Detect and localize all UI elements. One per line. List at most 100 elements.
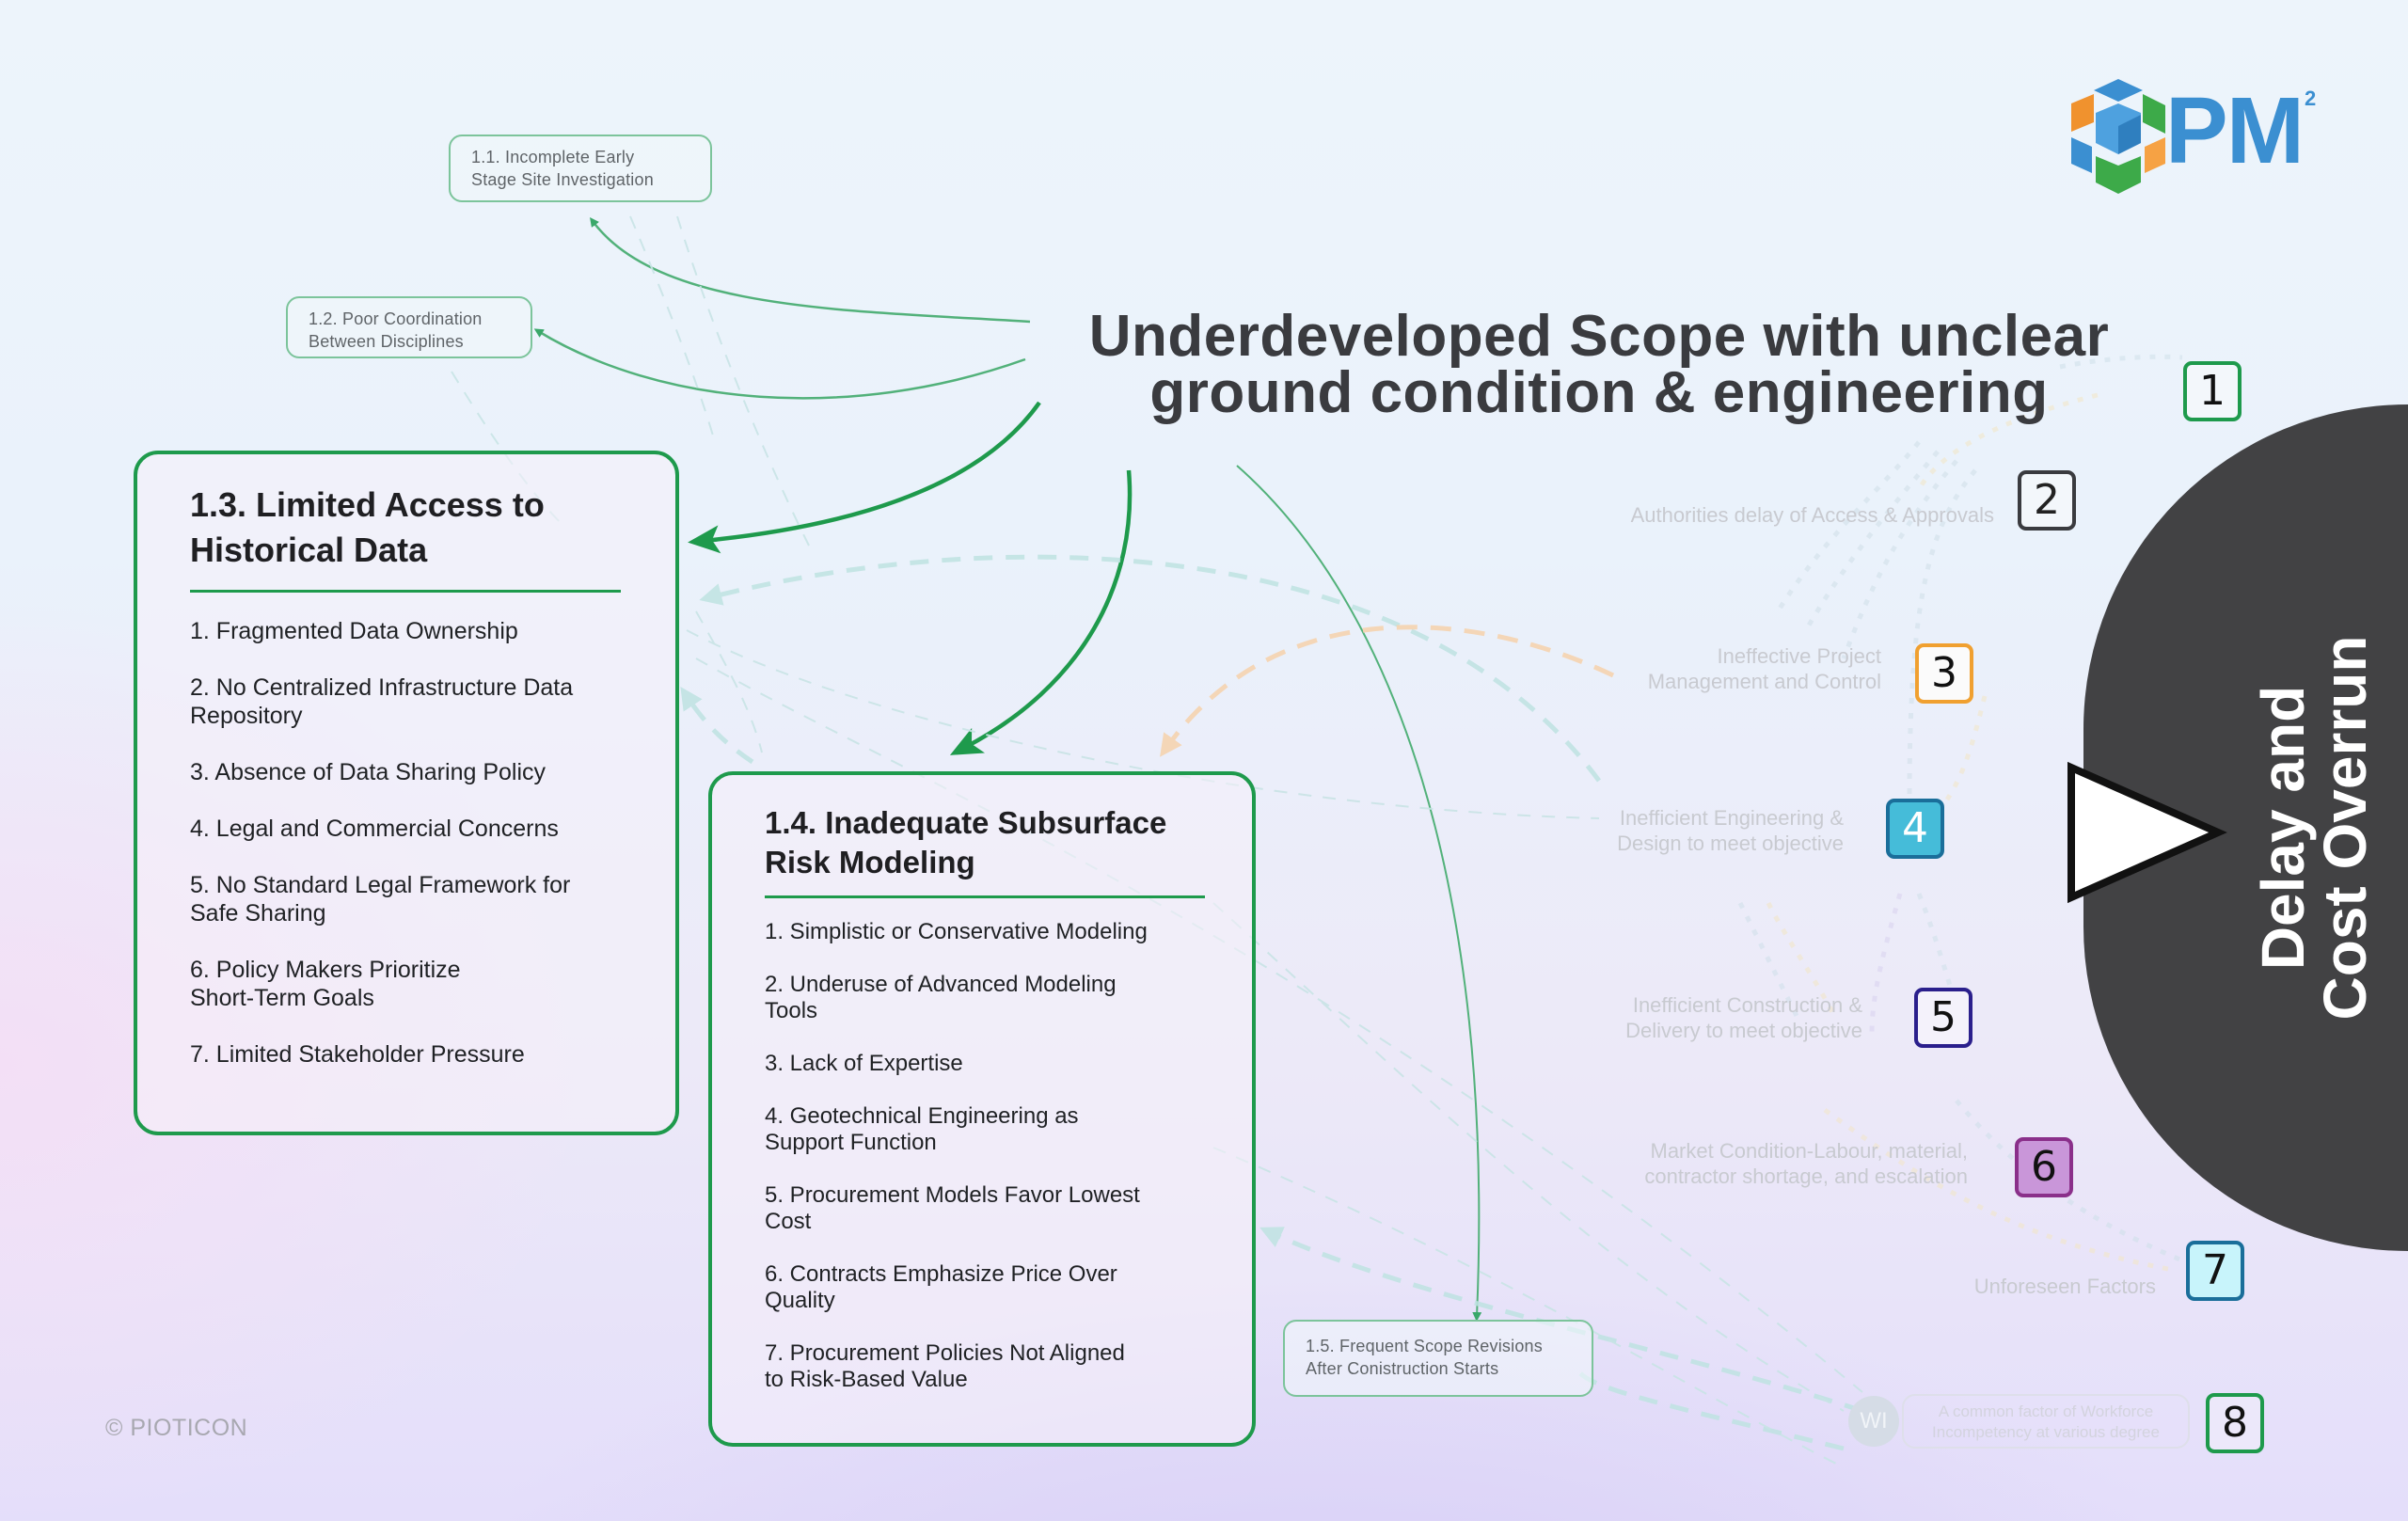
text-line: 1. Simplistic or Conservative Modeling <box>765 919 1148 944</box>
text-line: Repository <box>190 703 303 729</box>
text-line: Design to meet objective <box>1617 832 1844 855</box>
subcause-1-5[interactable]: 1.5. Frequent Scope Revisions After Coni… <box>1283 1320 1593 1397</box>
factor-5-label: Inefficient Construction &Delivery to me… <box>1467 992 1862 1043</box>
text-line: Safe Sharing <box>190 900 326 927</box>
text-line: Market Condition-Labour, material, <box>1650 1139 1969 1163</box>
dashed-connector <box>1212 1147 1845 1468</box>
cube-logo-icon <box>2071 79 2165 194</box>
dotted-flow <box>1841 459 1958 659</box>
factor-7-label: Unforeseen Factors <box>1787 1274 2156 1299</box>
text-line: Ineffective Project <box>1717 644 1881 668</box>
subcause-1-3-title-line2: Historical Data <box>190 531 428 569</box>
divider <box>190 590 621 593</box>
list-item: 3. Absence of Data Sharing Policy <box>190 758 621 786</box>
text-line: contractor shortage, and escalation <box>1644 1165 1968 1188</box>
list-item: 1. Simplistic or Conservative Modeling <box>765 919 1205 945</box>
dashed-connector <box>676 215 810 547</box>
subcause-1-1-line1: 1.1. Incomplete Early <box>471 148 635 166</box>
subcause-1-3-title: 1.3. Limited Access to Historical Data <box>190 483 621 573</box>
text-line: Authorities delay of Access & Approvals <box>1630 503 1994 527</box>
factor-badge-4[interactable]: 4 <box>1886 799 1944 859</box>
main-cause-title: Underdeveloped Scope with unclear ground… <box>1035 304 2163 425</box>
text-line: Tools <box>765 998 818 1023</box>
arrow-to-1-2 <box>533 328 1026 400</box>
main-title-line1: Underdeveloped Scope with unclear <box>1088 304 2110 369</box>
text-line: 5. No Standard Legal Framework for <box>190 872 571 898</box>
logo-superscript: 2 <box>2305 87 2317 110</box>
divider <box>765 895 1205 898</box>
subcause-1-2-line1: 1.2. Poor Coordination <box>309 309 483 328</box>
factor-badge-6[interactable]: 6 <box>2015 1137 2073 1197</box>
workforce-note: A common factor of Workforce Incompetenc… <box>1902 1394 2190 1449</box>
pm2-logo <box>2062 75 2325 198</box>
text-line: 2. No Centralized Infrastructure Data <box>190 674 574 701</box>
subcause-1-4-card: 1.4. Inadequate Subsurface Risk Modeling… <box>708 771 1256 1447</box>
list-item: 7. Limited Stakeholder Pressure <box>190 1040 621 1069</box>
subcause-1-4-title: 1.4. Inadequate Subsurface Risk Modeling <box>765 803 1205 882</box>
factor-2-label: Authorities delay of Access & Approvals <box>1505 502 1994 528</box>
dashed-connector <box>686 629 1600 819</box>
factor-badge-7[interactable]: 7 <box>2186 1241 2244 1301</box>
list-item: 4. Legal and Commercial Concerns <box>190 815 621 843</box>
subcause-1-3-title-line1: 1.3. Limited Access to <box>190 485 545 524</box>
dashed-connector <box>695 610 763 753</box>
factor-badge-8[interactable]: 8 <box>2206 1393 2264 1453</box>
subcause-1-1[interactable]: 1.1. Incomplete Early Stage Site Investi… <box>449 135 712 202</box>
dashed-connector <box>1212 902 1845 1412</box>
text-line: Inefficient Construction & <box>1632 993 1862 1017</box>
text-line: Short-Term Goals <box>190 985 374 1011</box>
subcause-1-1-line2: Stage Site Investigation <box>471 170 654 189</box>
factor-4-label: Inefficient Engineering &Design to meet … <box>1467 805 1844 856</box>
factor-badge-3[interactable]: 3 <box>1915 643 1973 704</box>
text-line: to Risk-Based Value <box>765 1367 968 1392</box>
dotted-flow <box>1916 392 2099 491</box>
logo-wordmark: PM <box>2165 78 2305 183</box>
factor-badge-2[interactable]: 2 <box>2018 470 2076 531</box>
dashed-connector <box>1160 625 1615 757</box>
subcause-1-2[interactable]: 1.2. Poor Coordination Between Disciplin… <box>286 296 532 358</box>
text-line: 4. Geotechnical Engineering as <box>765 1103 1079 1129</box>
text-line: 3. Lack of Expertise <box>765 1051 963 1076</box>
text-line: 6. Contracts Emphasize Price Over <box>765 1261 1117 1287</box>
outcome-line2: Cost Overrun <box>2311 635 2379 1021</box>
factor-badge-5[interactable]: 5 <box>1914 988 1972 1048</box>
main-title-line2: ground condition & engineering <box>1149 360 2049 425</box>
text-line: Management and Control <box>1647 670 1881 693</box>
dashed-connector <box>695 658 1863 1393</box>
pointer-triangle-icon <box>2067 762 2227 903</box>
outcome-label: Delay and Cost Overrun <box>2239 583 2389 1072</box>
factor-badge-1[interactable]: 1 <box>2183 361 2242 421</box>
subcause-1-2-line2: Between Disciplines <box>309 332 464 351</box>
dotted-flow <box>1823 1107 2174 1273</box>
factor-6-label: Market Condition-Labour, material,contra… <box>1486 1138 1968 1189</box>
dashed-connector <box>699 554 1602 783</box>
copyright-text: © PIOTICON <box>105 1415 248 1441</box>
text-line: 5. Procurement Models Favor Lowest <box>765 1182 1140 1208</box>
text-line: 7. Procurement Policies Not Aligned <box>765 1340 1125 1366</box>
arrow-to-1-3 <box>688 401 1041 554</box>
dotted-flow <box>2059 354 2183 370</box>
text-line: 4. Legal and Commercial Concerns <box>190 816 559 842</box>
list-item: 1. Fragmented Data Ownership <box>190 617 621 645</box>
text-line: 1. Fragmented Data Ownership <box>190 618 518 644</box>
text-line: Support Function <box>765 1130 937 1155</box>
text-line: 6. Policy Makers Prioritize <box>190 957 461 983</box>
dotted-flow <box>1944 695 1988 801</box>
workforce-note-line1: A common factor of Workforce <box>1938 1402 2154 1420</box>
workforce-avatar: WI <box>1848 1396 1899 1447</box>
text-line: 2. Underuse of Advanced Modeling <box>765 972 1117 997</box>
arrow-to-1-5 <box>1236 465 1482 1322</box>
text-line: Cost <box>765 1209 812 1234</box>
subcause-1-5-line1: 1.5. Frequent Scope Revisions <box>1306 1337 1543 1355</box>
dotted-flow <box>1803 450 1940 632</box>
arrow-to-1-4 <box>949 469 1133 755</box>
text-line: Delivery to meet objective <box>1625 1019 1862 1042</box>
